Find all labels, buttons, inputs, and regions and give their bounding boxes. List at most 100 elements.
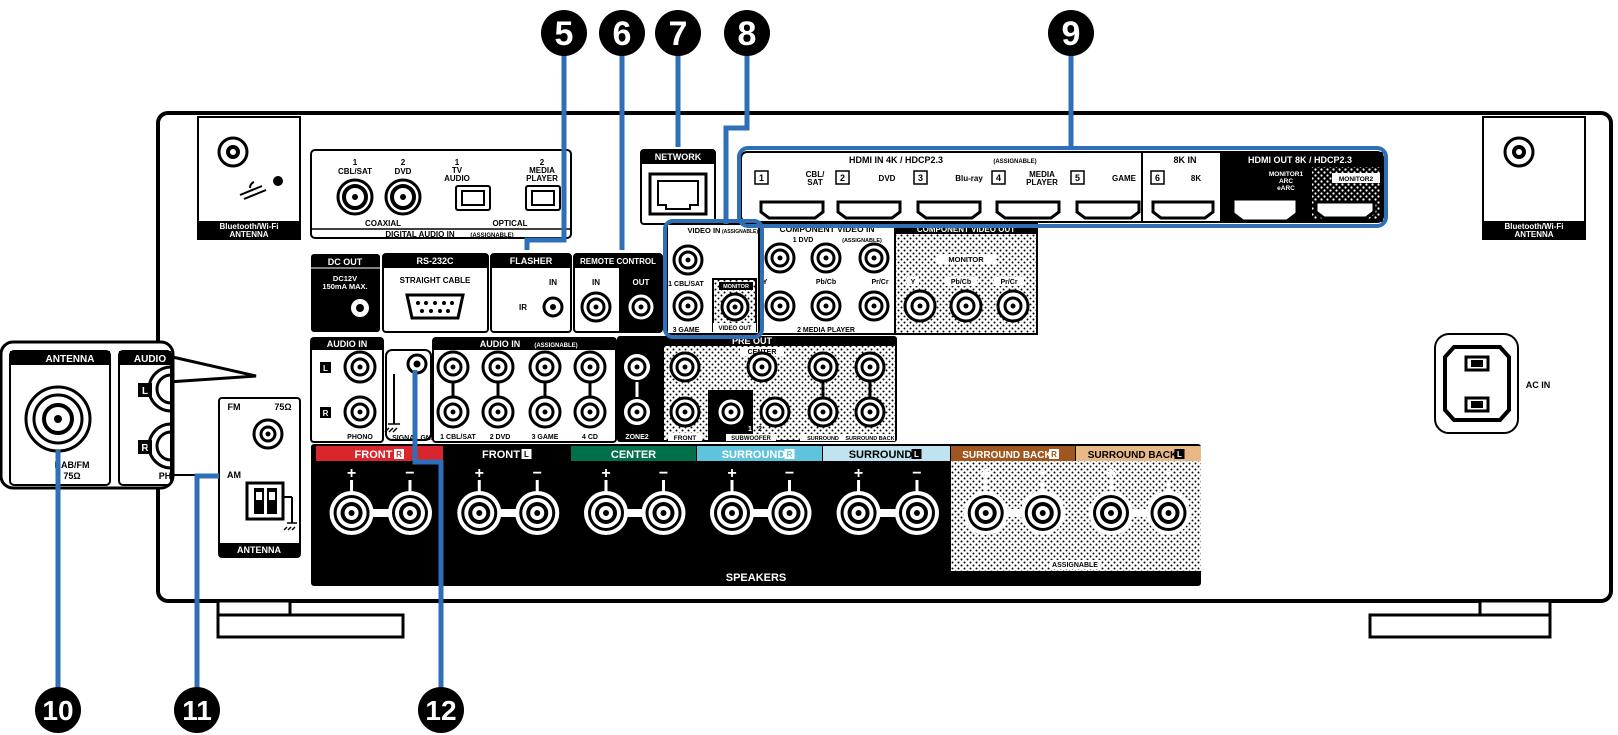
svg-text:−: − bbox=[1038, 465, 1047, 482]
svg-text:MEDIA: MEDIA bbox=[529, 166, 555, 175]
hdmi-out-monitor2[interactable]: MONITOR2 bbox=[1314, 173, 1380, 220]
video-in-jack-3[interactable] bbox=[672, 290, 704, 322]
coax-jack-1[interactable] bbox=[336, 178, 374, 216]
svg-text:+: + bbox=[601, 465, 610, 482]
svg-text:(ASSIGNABLE): (ASSIGNABLE) bbox=[722, 229, 758, 235]
hdmi-in-6-8k[interactable]: 6 8K bbox=[1150, 170, 1215, 220]
audio-in-2-l[interactable] bbox=[481, 350, 515, 384]
dc-out[interactable]: DC OUT DC12V 150mA MAX. bbox=[311, 254, 380, 332]
svg-text:1: 1 bbox=[353, 158, 358, 167]
audio-in-1-r[interactable] bbox=[436, 395, 470, 429]
hdmi-in-5[interactable]: 5 GAME bbox=[1070, 170, 1141, 220]
phono-r-jack[interactable] bbox=[343, 395, 377, 429]
pre-surround-back-l[interactable] bbox=[854, 351, 886, 383]
optical-jack-2[interactable] bbox=[525, 185, 561, 211]
audio-in-4-r[interactable] bbox=[573, 395, 607, 429]
bt-label-r2: ANTENNA bbox=[1514, 230, 1553, 239]
am-terminal[interactable] bbox=[245, 481, 297, 531]
svg-text:DC12V: DC12V bbox=[333, 274, 357, 283]
zone2-l[interactable] bbox=[622, 352, 652, 382]
comp-in-1-pb[interactable] bbox=[810, 242, 842, 274]
speaker-terminals-7[interactable]: +− bbox=[1089, 465, 1191, 535]
hdmi-in-3[interactable]: 3 Blu-ray bbox=[913, 170, 983, 220]
comp-in-2-pr[interactable] bbox=[858, 290, 890, 322]
speaker-terminals-2[interactable]: +− bbox=[457, 465, 560, 535]
hdmi-out-monitor1[interactable]: MONITOR1 ARC eARC bbox=[1234, 171, 1303, 220]
svg-text:AM: AM bbox=[227, 470, 241, 480]
coax-jack-2[interactable] bbox=[384, 178, 422, 216]
callout-lines bbox=[55, 52, 1074, 702]
audio-in-4-l[interactable] bbox=[573, 350, 607, 384]
remote-in-jack[interactable] bbox=[580, 291, 612, 323]
comp-in-2-pb[interactable] bbox=[810, 290, 842, 322]
zone2-r[interactable] bbox=[622, 397, 652, 427]
ac-inlet[interactable]: AC IN bbox=[1434, 333, 1550, 434]
pre-center[interactable] bbox=[746, 351, 778, 383]
rs232c-port[interactable]: RS-232C STRAIGHT CABLE bbox=[382, 253, 489, 333]
comp-out-y[interactable] bbox=[903, 289, 937, 323]
audio-in-3-l[interactable] bbox=[528, 350, 562, 384]
svg-text:3 GAME: 3 GAME bbox=[673, 327, 700, 334]
audio-in-2-r[interactable] bbox=[481, 395, 515, 429]
callout-10: 10 bbox=[35, 687, 81, 733]
svg-text:AUDIO: AUDIO bbox=[444, 174, 470, 183]
callout-9: 9 bbox=[1048, 10, 1094, 56]
remote-out-jack[interactable] bbox=[625, 291, 657, 323]
inset-dabfm-jack[interactable] bbox=[24, 385, 92, 453]
svg-text:8K IN: 8K IN bbox=[1173, 155, 1196, 165]
phono-l-jack[interactable] bbox=[343, 350, 377, 384]
svg-text:+: + bbox=[1106, 465, 1115, 482]
pre-subwoofer-2[interactable] bbox=[759, 396, 791, 428]
callout-8: 8 bbox=[724, 10, 770, 56]
hdmi-in-1[interactable]: 1 CBL/ SAT bbox=[754, 170, 825, 220]
inset-antenna-panel: ANTENNA DAB/FM 75Ω bbox=[9, 350, 111, 486]
svg-text:Y: Y bbox=[763, 279, 768, 286]
svg-text:8: 8 bbox=[738, 15, 757, 53]
bt-antenna-right[interactable]: Bluetooth/Wi-Fi ANTENNA bbox=[1482, 116, 1586, 240]
hdmi-in-4[interactable]: 4 MEDIA PLAYER bbox=[991, 170, 1061, 220]
svg-text:12: 12 bbox=[425, 695, 456, 726]
pre-subwoofer-1[interactable] bbox=[715, 396, 747, 428]
speaker-terminals-4[interactable]: +− bbox=[710, 465, 812, 535]
signal-gnd-terminal[interactable]: SIGNAL GND bbox=[384, 349, 436, 442]
network-port[interactable]: NETWORK bbox=[640, 149, 716, 225]
speaker-terminals-1[interactable]: +− bbox=[329, 465, 432, 535]
pre-front-l[interactable] bbox=[669, 351, 701, 383]
pre-surround-r[interactable] bbox=[807, 396, 839, 428]
svg-text:MEDIA: MEDIA bbox=[1029, 170, 1055, 179]
video-in-jack-1[interactable] bbox=[672, 244, 704, 276]
comp-out-pr[interactable] bbox=[996, 289, 1030, 323]
speaker-terminals-6[interactable]: +− bbox=[963, 465, 1065, 535]
comp-in-2-y[interactable] bbox=[764, 290, 796, 322]
speaker-label-5: SURROUND bbox=[849, 449, 913, 461]
flasher-in[interactable]: FLASHER IN IR bbox=[490, 253, 572, 333]
fm-jack[interactable] bbox=[252, 418, 284, 450]
comp-in-1-pr[interactable] bbox=[858, 242, 890, 274]
pre-surround-l[interactable] bbox=[807, 351, 839, 383]
antenna-icon bbox=[239, 176, 283, 200]
hdmi-section: HDMI IN 4K / HDCP2.3 (ASSIGNABLE) 8K IN … bbox=[740, 151, 1384, 223]
video-out-jack[interactable] bbox=[720, 292, 750, 322]
pre-surround-back-r[interactable] bbox=[854, 396, 886, 428]
svg-text:HDMI OUT 8K / HDCP2.3: HDMI OUT 8K / HDCP2.3 bbox=[1248, 155, 1352, 165]
comp-in-1-y[interactable] bbox=[764, 242, 796, 274]
bt-label-2: ANTENNA bbox=[229, 230, 268, 239]
optical-jack-1[interactable] bbox=[455, 185, 491, 211]
svg-text:STRAIGHT CABLE: STRAIGHT CABLE bbox=[400, 276, 471, 285]
audio-in-1-l[interactable] bbox=[436, 350, 470, 384]
audio-in-3-r[interactable] bbox=[528, 395, 562, 429]
bt-antenna-left[interactable]: Bluetooth/Wi-Fi ANTENNA bbox=[197, 116, 301, 240]
component-video-out: COMPONENT VIDEO OUT MONITOR Y Pb/Cb Pr/C… bbox=[894, 223, 1038, 335]
comp-out-pb[interactable] bbox=[949, 289, 983, 323]
speaker-terminals-3[interactable]: +− bbox=[584, 465, 686, 535]
hdmi-in-2[interactable]: 2 DVD bbox=[835, 170, 902, 220]
svg-text:6: 6 bbox=[1155, 173, 1160, 183]
svg-text:(ASSIGNABLE): (ASSIGNABLE) bbox=[534, 343, 577, 349]
svg-text:150mA MAX.: 150mA MAX. bbox=[322, 282, 367, 291]
pre-front-r[interactable] bbox=[669, 396, 701, 428]
svg-text:75Ω: 75Ω bbox=[274, 402, 291, 412]
svg-text:1 CBL/SAT: 1 CBL/SAT bbox=[440, 434, 476, 441]
speaker-terminals-5[interactable]: +− bbox=[836, 465, 939, 535]
svg-text:PRE OUT: PRE OUT bbox=[732, 336, 773, 346]
